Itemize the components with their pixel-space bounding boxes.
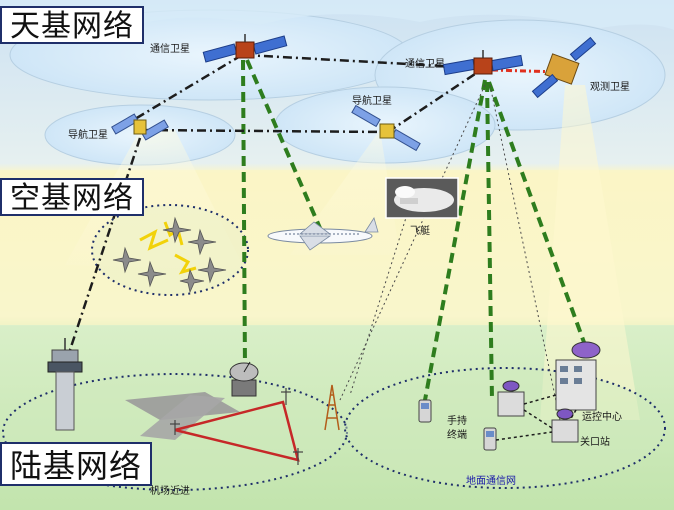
obs-sat-icon: [531, 36, 597, 99]
comm-sat-right-downlinks: [423, 79, 587, 401]
nav-sat-mid-label: 导航卫星: [352, 96, 392, 107]
aircraft-group: [112, 216, 227, 294]
comm-sat-left-icon: [202, 34, 288, 63]
control-tower-icon: [47, 338, 83, 431]
ground-station-icon: [497, 380, 525, 417]
handheld-terminal-icon: [418, 399, 497, 451]
gateway-icon: [551, 408, 579, 443]
air-layer-title: 空基网络: [0, 178, 144, 216]
nav-sat-mid-icon: [351, 104, 421, 152]
comm-sat-left-downlinks: [241, 59, 322, 371]
antenna-icons: [170, 388, 303, 465]
obs-sat-label: 观测卫星: [590, 82, 630, 93]
comm-sat-right-icon: [442, 50, 524, 76]
obs-sat-beam: [540, 85, 640, 420]
space-layer-title: 天基网络: [0, 6, 144, 44]
nav-sat-left-icon: [111, 113, 169, 141]
approach-triangle: [174, 400, 300, 462]
handheld-label-1: 手持: [447, 416, 467, 427]
airport-label: 机场近进: [150, 486, 190, 497]
ground-net-links: [495, 394, 577, 441]
ground-layer-title: 陆基网络: [0, 442, 153, 486]
runway-icon: [125, 392, 240, 440]
ground-net-label: 地面通信网: [466, 476, 516, 487]
control-center-icon: [555, 341, 601, 411]
radar-dish-icon: [229, 361, 259, 397]
thin-relay-lines: [339, 84, 561, 421]
airship-icon: [385, 177, 459, 219]
nav-sat-left-label: 导航卫星: [68, 130, 108, 141]
airship-label: 飞艇: [410, 226, 430, 237]
airliner-icon: [267, 217, 379, 251]
gateway-label: 关口站: [580, 437, 610, 448]
lattice-tower-icon: [324, 384, 340, 431]
control-center-label: 运控中心: [582, 412, 622, 423]
comm-sat-left-label: 通信卫星: [150, 44, 190, 55]
comm-sat-right-label: 通信卫星: [405, 59, 445, 70]
air-group-ellipse: [91, 204, 249, 296]
handheld-label-2: 终端: [447, 430, 467, 441]
inter-satellite-links: [68, 53, 481, 351]
